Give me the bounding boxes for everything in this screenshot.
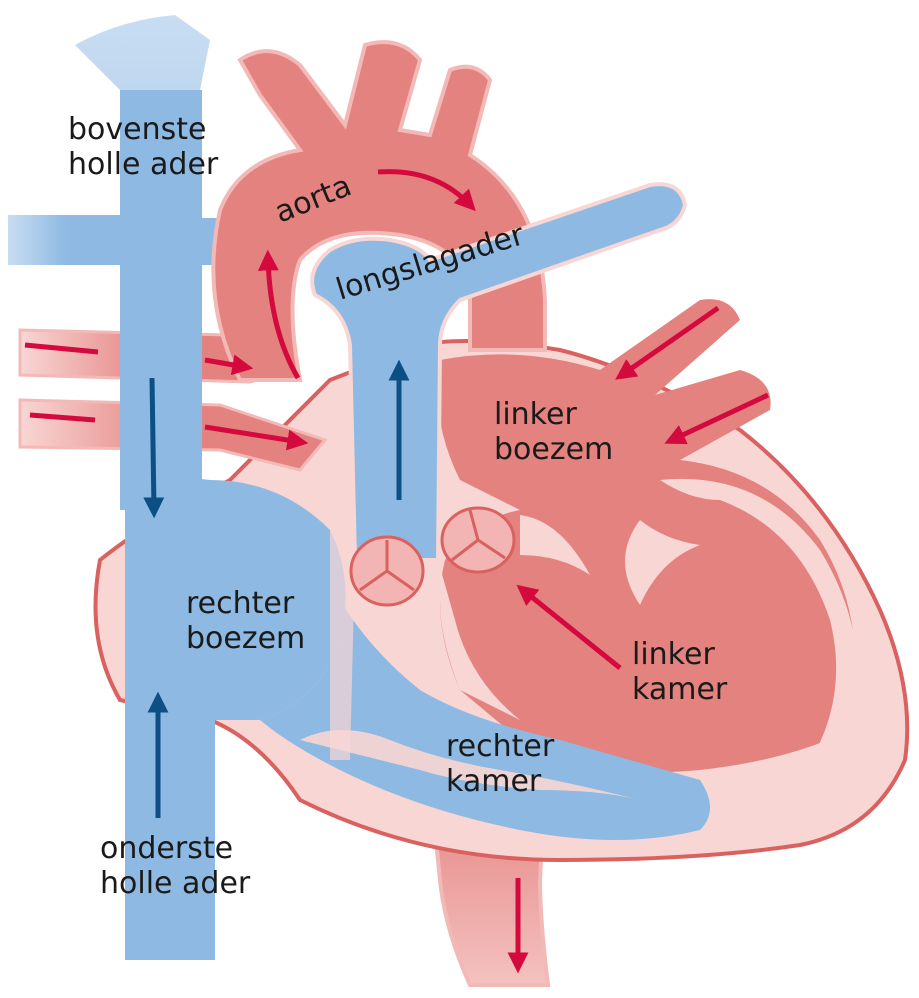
label-superior-vena-cava: bovenste holle ader — [68, 112, 219, 182]
label-right-ventricle-line2: kamer — [446, 764, 542, 799]
label-superior-vena-cava-line1: bovenste — [68, 112, 206, 147]
label-superior-vena-cava-line2: holle ader — [68, 147, 219, 182]
pulmonary-valve — [351, 537, 423, 605]
label-left-ventricle-line2: kamer — [632, 672, 728, 707]
label-inferior-vena-cava-line2: holle ader — [100, 866, 251, 901]
label-inferior-vena-cava: onderste holle ader — [100, 831, 251, 901]
label-inferior-vena-cava-line1: onderste — [100, 831, 233, 866]
label-right-ventricle-line1: rechter — [446, 729, 555, 764]
label-left-ventricle: linker kamer — [632, 637, 728, 707]
label-right-atrium: rechter boezem — [186, 586, 305, 656]
brachiocephalic-vein — [8, 215, 125, 265]
aortic-valve — [442, 508, 514, 572]
label-left-ventricle-line1: linker — [632, 637, 715, 672]
label-right-atrium-line2: boezem — [186, 621, 305, 656]
label-right-atrium-line1: rechter — [186, 586, 295, 621]
superior-vena-cava-arrow — [152, 378, 154, 510]
label-left-atrium-line2: boezem — [494, 432, 613, 467]
label-left-atrium-line1: linker — [494, 397, 577, 432]
